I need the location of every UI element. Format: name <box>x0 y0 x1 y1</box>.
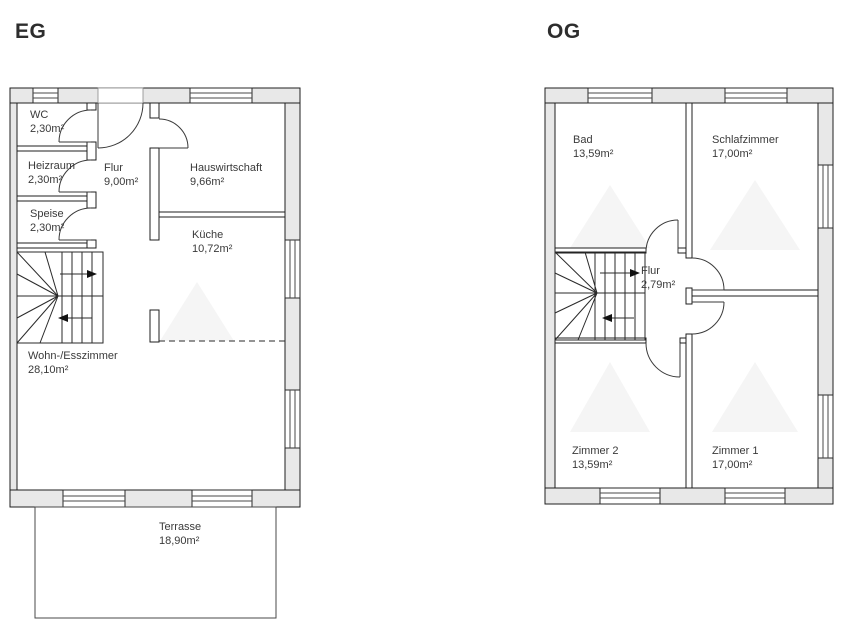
room-area: 2,30m² <box>30 123 65 135</box>
eg-entrance-door-arc <box>97 102 144 149</box>
room-area: 10,72m² <box>192 243 233 255</box>
room-name: Terrasse <box>159 521 202 533</box>
eg-windows <box>32 87 301 508</box>
og-watermark-triangle <box>710 180 800 250</box>
room-area: 9,66m² <box>190 176 225 188</box>
eg-heizraum-door-arc <box>58 159 92 193</box>
eg-doors <box>58 102 189 241</box>
og-watermark-triangle <box>712 362 798 432</box>
eg-stair-up-arrow-icon <box>87 270 97 278</box>
room-area: 13,59m² <box>572 459 613 471</box>
eg-watermark-triangle <box>160 282 234 341</box>
room-area: 2,79m² <box>641 279 676 291</box>
room-label-schlafzimmer: Schlafzimmer 17,00m² <box>712 133 779 161</box>
eg-floor-title: EG <box>15 20 47 43</box>
eg-wc-door-arc <box>58 109 92 143</box>
room-name: WC <box>30 109 49 121</box>
eg-stair-down-arrow-icon <box>58 314 68 322</box>
eg-terrace-outline <box>34 506 277 619</box>
room-name: Speise <box>30 208 64 220</box>
room-area: 17,00m² <box>712 148 753 160</box>
og-bad-door-arc <box>645 219 679 253</box>
og-stair-up-arrow-icon <box>630 269 640 277</box>
og-zimmer2-door-arc <box>645 342 681 378</box>
room-label-flur-eg: Flur 9,00m² <box>104 161 138 189</box>
eg-hauswirtschaft-door-arc <box>158 118 189 149</box>
og-zimmer1-door-arc <box>691 301 725 335</box>
room-label-terrasse: Terrasse 18,90m² <box>159 520 201 548</box>
og-staircase <box>554 251 646 341</box>
room-area: 13,59m² <box>573 148 614 160</box>
room-name: Zimmer 1 <box>712 445 759 457</box>
eg-staircase <box>16 251 104 344</box>
room-name: Wohn-/Esszimmer <box>28 350 118 362</box>
room-name: Flur <box>641 265 660 277</box>
eg-plan <box>9 87 301 619</box>
room-label-wc: WC 2,30m² <box>30 108 64 136</box>
room-area: 2,30m² <box>28 174 63 186</box>
room-label-zimmer1: Zimmer 1 17,00m² <box>712 444 758 472</box>
og-floor-title: OG <box>547 20 581 43</box>
room-label-hauswirtschaft: Hauswirtschaft 9,66m² <box>190 161 262 189</box>
room-name: Küche <box>192 229 224 241</box>
og-plan <box>544 87 834 505</box>
room-name: Heizraum <box>28 160 76 172</box>
room-name: Schlafzimmer <box>712 134 779 146</box>
room-area: 2,30m² <box>30 222 65 234</box>
room-label-speise: Speise 2,30m² <box>30 207 64 235</box>
og-doors <box>645 219 725 378</box>
room-area: 28,10m² <box>28 364 69 376</box>
room-label-zimmer2: Zimmer 2 13,59m² <box>572 444 618 472</box>
og-windows <box>587 87 834 505</box>
room-area: 9,00m² <box>104 176 139 188</box>
room-area: 18,90m² <box>159 535 200 547</box>
room-name: Hauswirtschaft <box>190 162 263 174</box>
room-area: 17,00m² <box>712 459 753 471</box>
room-name: Zimmer 2 <box>572 445 619 457</box>
room-name: Bad <box>573 134 593 146</box>
og-watermark-triangle <box>570 362 650 432</box>
eg-speise-door-arc <box>58 207 92 241</box>
room-label-kueche: Küche 10,72m² <box>192 228 232 256</box>
room-label-heizraum: Heizraum 2,30m² <box>28 159 75 187</box>
eg-interior-walls <box>16 102 286 343</box>
og-schlafzimmer-door-arc <box>691 257 725 291</box>
room-name: Flur <box>104 162 123 174</box>
room-label-bad: Bad 13,59m² <box>573 133 613 161</box>
og-watermark-triangle <box>570 185 650 248</box>
og-stair-down-arrow-icon <box>602 314 612 322</box>
eg-entrance-opening <box>97 87 144 104</box>
room-label-flur-og: Flur 2,79m² <box>641 264 675 292</box>
room-label-wohnesszimmer: Wohn-/Esszimmer 28,10m² <box>28 349 118 377</box>
